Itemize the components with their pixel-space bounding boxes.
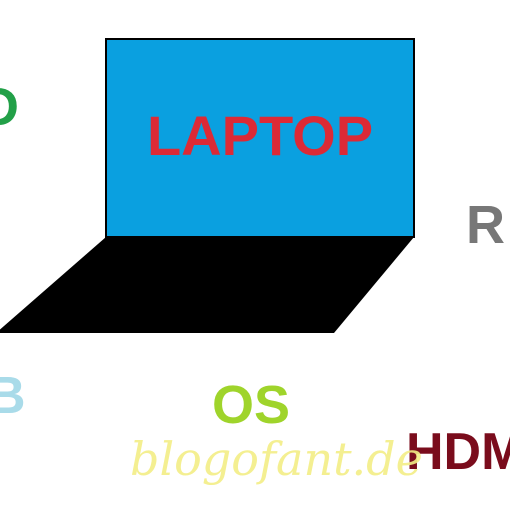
watermark-text: blogofant.de — [130, 432, 423, 486]
word-d: D — [0, 80, 19, 134]
word-r: R — [466, 195, 505, 255]
word-os: OS — [212, 375, 291, 435]
laptop-screen-label: LAPTOP — [146, 104, 374, 167]
laptop-keyboard-base — [0, 237, 414, 333]
laptop-screen — [105, 38, 415, 238]
word-b: B — [0, 367, 26, 425]
word-hdm: HDM — [406, 423, 510, 481]
